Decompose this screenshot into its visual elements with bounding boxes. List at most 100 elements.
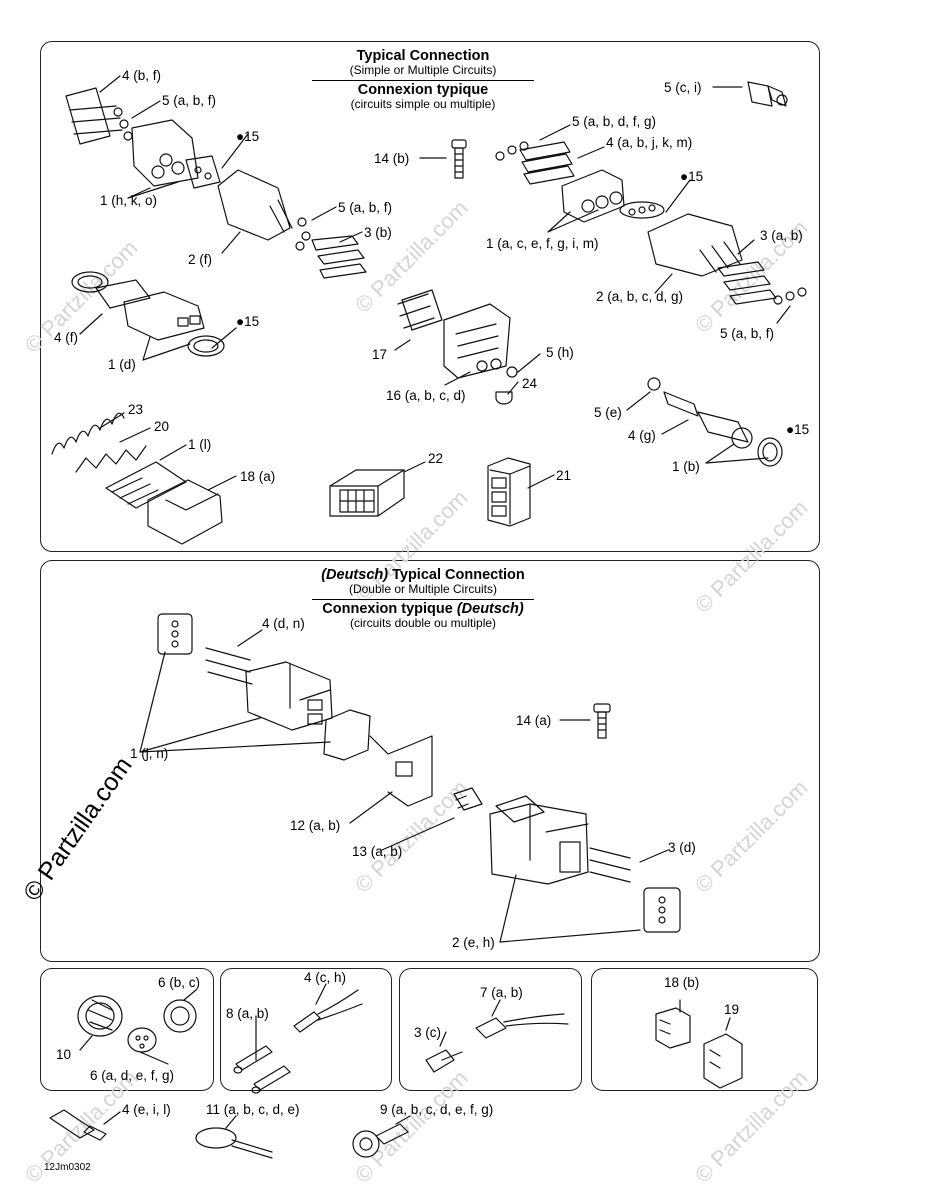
callout-5abf-mid: 5 (a, b, f): [338, 200, 393, 215]
connector-1acefgim-drawing: [495, 141, 807, 305]
callout-12ab: 12 (a, b): [290, 818, 341, 833]
callout-1b: 1 (b): [672, 459, 700, 474]
callout-23: 23: [128, 402, 144, 417]
callout-21: 21: [556, 468, 572, 483]
sleeve-8-drawing: [233, 983, 363, 1094]
section1-leader-lines: [79, 75, 791, 491]
section2-title-fr: Connexion typique (Deutsch): [300, 601, 546, 617]
callout-15-b-number: 15: [244, 314, 260, 329]
sensor-7-drawing: [425, 999, 569, 1073]
panel-deutsch-connection: [40, 560, 820, 962]
callout-4dn: 4 (d, n): [262, 616, 305, 631]
callout-8ab: 8 (a, b): [226, 1006, 269, 1021]
panel-bottom-1: [40, 968, 214, 1091]
connector-1hko-drawing: [65, 87, 367, 279]
oil-drop-icon: ●: [786, 422, 795, 437]
callout-6bc: 6 (b, c): [158, 975, 201, 990]
cable-tie-11-drawing: [195, 1115, 273, 1159]
callout-15-a-number: 15: [244, 129, 260, 144]
callout-6adefg: 6 (a, d, e, f, g): [90, 1068, 175, 1083]
callout-4bf: 4 (b, f): [122, 68, 162, 83]
callout-3c: 3 (c): [414, 1025, 441, 1040]
section1-divider: [312, 79, 534, 81]
callout-3ab: 3 (a, b): [760, 228, 803, 243]
callout-15-c-number: 15: [688, 169, 704, 184]
callout-19: 19: [724, 1002, 740, 1017]
callout-5h: 5 (h): [546, 345, 574, 360]
section2-subtitle-en: (Double or Multiple Circuits): [348, 582, 498, 597]
callout-4ch: 4 (c, h): [304, 970, 347, 985]
section2-divider: [312, 598, 534, 600]
callout-17: 17: [372, 347, 388, 362]
callout-13ab: 13 (a, b): [352, 844, 403, 859]
callout-2f: 2 (f): [188, 252, 213, 267]
section2-title-en: (Deutsch) Typical Connection: [300, 567, 546, 583]
callout-4f: 4 (f): [54, 330, 79, 345]
callout-1d: 1 (d): [108, 357, 136, 372]
section1-subtitle-fr: (circuits simple ou multiple): [350, 96, 496, 111]
section2-header: (Deutsch) Typical Connection (Double or …: [300, 567, 546, 630]
connector-1b-drawing: [647, 377, 783, 467]
callout-1jn: 1 (j, n): [130, 746, 169, 761]
callout-4eil: 4 (e, i, l): [122, 1102, 171, 1117]
connector-1l-drawing: [51, 412, 223, 545]
connector-18b-19-drawing: [655, 999, 743, 1089]
callout-15-d: ●15: [786, 423, 809, 437]
panel-typical-connection: [40, 41, 820, 552]
plug-5ci-drawing: [747, 81, 788, 107]
callout-5ci: 5 (c, i): [664, 80, 702, 95]
callout-5abdfg: 5 (a, b, d, f, g): [572, 114, 657, 129]
section2-title-fr-text: Connexion typique: [322, 600, 457, 617]
oil-drop-icon: ●: [236, 314, 245, 329]
callout-20: 20: [154, 419, 170, 434]
callout-2abcdg: 2 (a, b, c, d, g): [596, 289, 684, 304]
callout-16: 16 (a, b, c, d): [386, 388, 466, 403]
section1-title-fr: Connexion typique: [357, 81, 489, 98]
panel-bottom-3: [399, 968, 582, 1091]
diagram-code: 12Jm0302: [44, 1162, 91, 1173]
callout-15-b: ●15: [236, 315, 259, 329]
section2-subtitle-fr: (circuits double ou multiple): [349, 615, 497, 630]
panel-bottom-2: [220, 968, 392, 1091]
screw-14b-drawing: [451, 139, 467, 179]
section1-subtitle-en: (Simple or Multiple Circuits): [349, 63, 497, 78]
callout-2eh: 2 (e, h): [452, 935, 495, 950]
callout-1hko: 1 (h, k, o): [100, 193, 158, 208]
callout-15-a: ●15: [236, 130, 259, 144]
callout-1acefgim: 1 (a, c, e, f, g, i, m): [486, 236, 599, 251]
section2-title-en-text: Typical Connection: [388, 567, 525, 583]
callout-15-d-number: 15: [794, 422, 810, 437]
callout-18b: 18 (b): [664, 975, 700, 990]
callout-5abf-top: 5 (a, b, f): [162, 93, 217, 108]
oil-drop-icon: ●: [236, 129, 245, 144]
screw-14a-drawing: [593, 703, 611, 739]
connector-1d-drawing: [71, 271, 225, 357]
connector-22-drawing: [329, 469, 405, 517]
callout-14b: 14 (b): [374, 151, 410, 166]
connector-21-drawing: [487, 457, 531, 527]
oil-drop-icon: ●: [680, 169, 689, 184]
ring-terminal-9-drawing: [352, 1115, 411, 1158]
connector-16-drawing: [397, 289, 518, 405]
callout-4g: 4 (g): [628, 428, 656, 443]
callout-10: 10: [56, 1047, 72, 1062]
callout-5abf-right: 5 (a, b, f): [720, 326, 775, 341]
callout-24: 24: [522, 376, 538, 391]
section2-title-prefix: (Deutsch): [321, 567, 389, 583]
callout-5e: 5 (e): [594, 405, 622, 420]
callout-22: 22: [428, 451, 444, 466]
callout-15-c: ●15: [680, 170, 703, 184]
deutsch-receptacle-drawing: [453, 787, 681, 933]
callout-1l: 1 (l): [188, 437, 212, 452]
section1-title-en: Typical Connection: [356, 48, 490, 64]
spade-terminal-4eil-drawing: [49, 1109, 121, 1141]
grommet-10-drawing: [77, 989, 197, 1065]
section1-header: Typical Connection (Simple or Multiple C…: [312, 48, 534, 111]
callout-3d: 3 (d): [668, 840, 696, 855]
deutsch-plug-drawing: [157, 613, 433, 807]
callout-11: 11 (a, b, c, d, e): [206, 1102, 300, 1117]
callout-14a: 14 (a): [516, 713, 552, 728]
callout-3b: 3 (b): [364, 225, 392, 240]
callout-4abjkm: 4 (a, b, j, k, m): [606, 135, 693, 150]
